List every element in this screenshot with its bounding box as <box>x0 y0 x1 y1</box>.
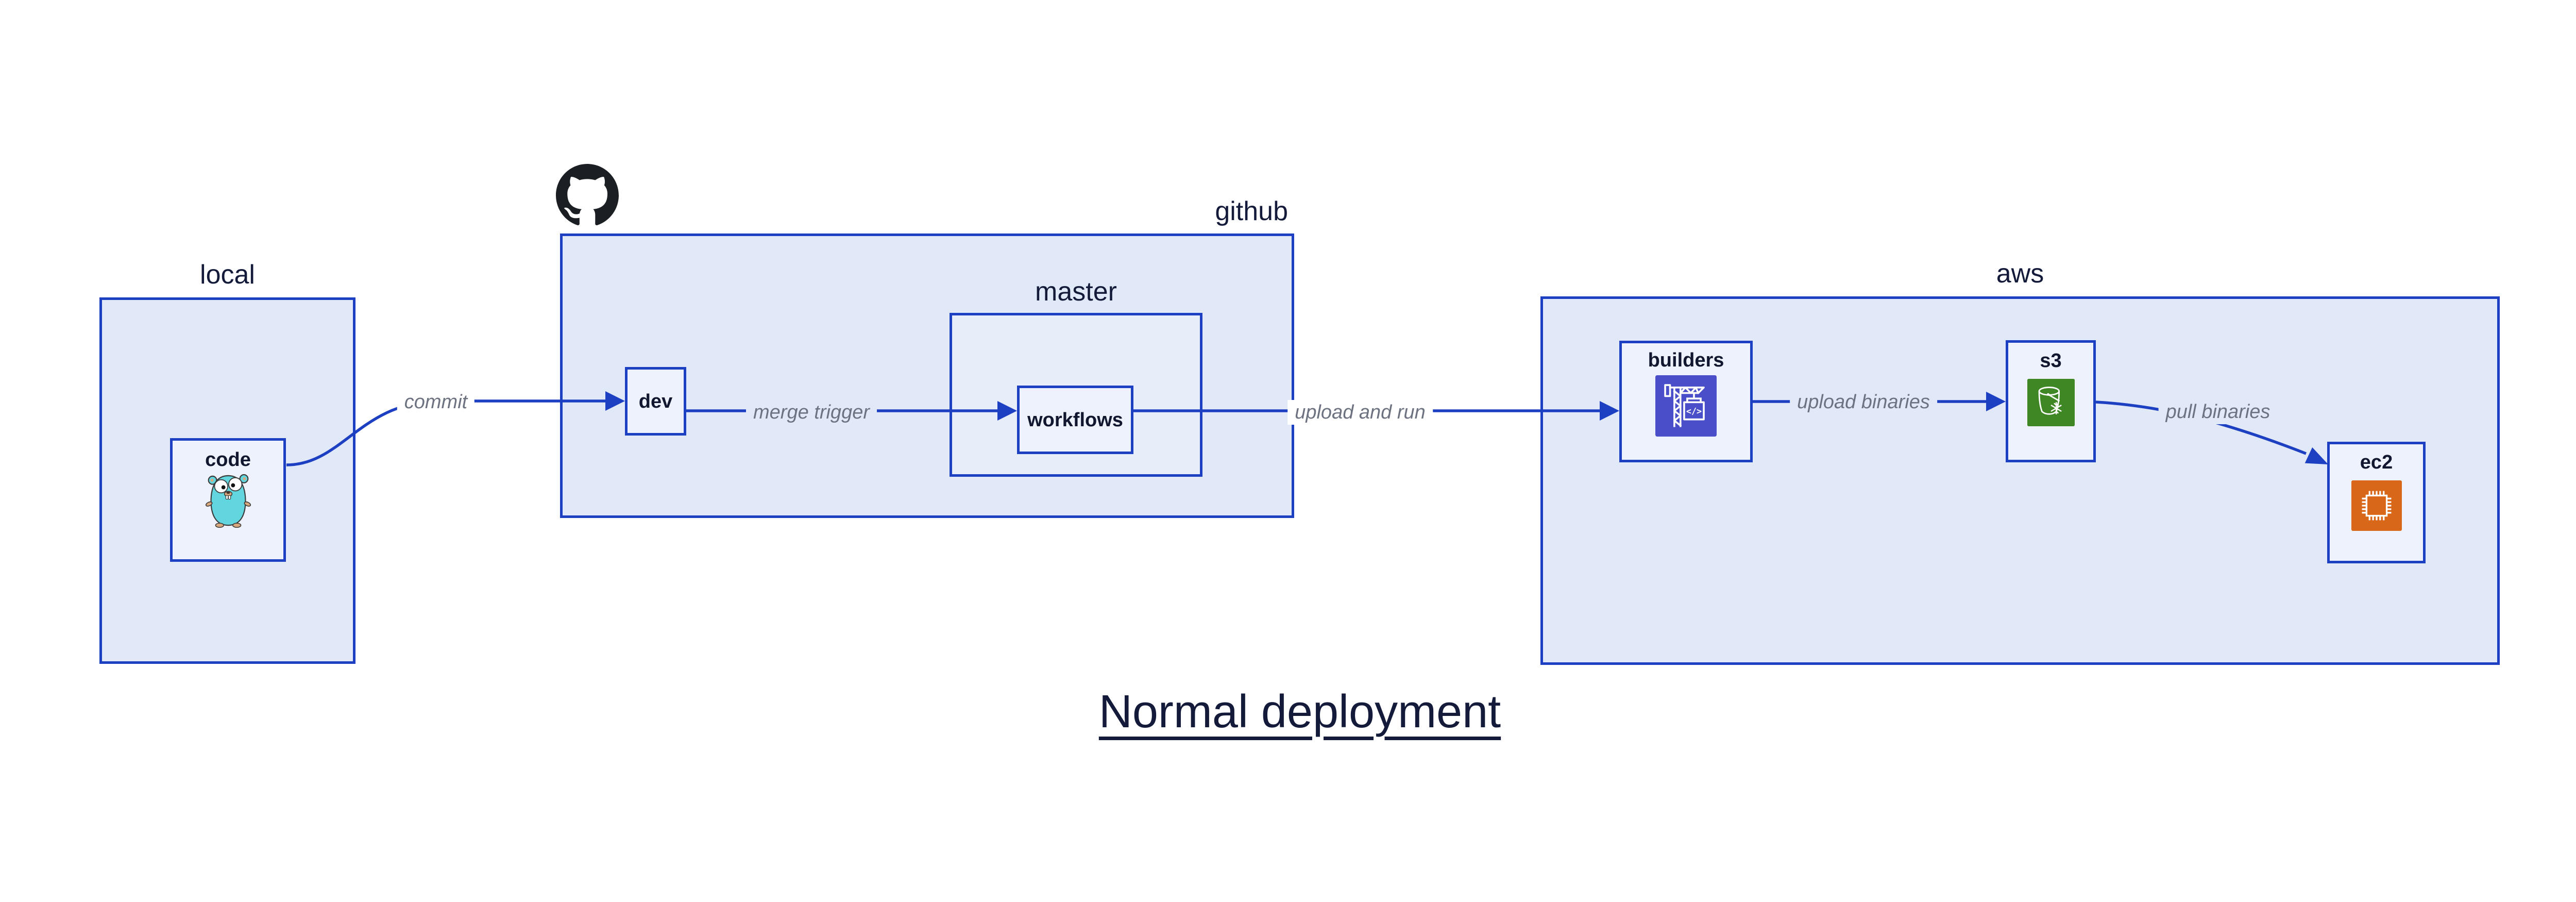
aws-codebuild-crane-icon: </> <box>1655 375 1717 437</box>
github-octocat-icon <box>556 164 619 225</box>
edge-pull-binaries-label: pull binaries <box>2158 399 2278 424</box>
node-builders-label: builders <box>1648 349 1724 371</box>
go-gopher-icon <box>205 474 251 528</box>
node-ec2: ec2 <box>2327 442 2426 563</box>
edge-commit-label: commit <box>397 390 475 414</box>
aws-s3-glacier-bucket-icon <box>2027 379 2075 426</box>
container-github-label: github <box>1215 196 1288 226</box>
node-code: code <box>170 438 286 562</box>
node-workflows: workflows <box>1017 386 1133 454</box>
node-builders: builders </> <box>1619 341 1753 462</box>
builders-icon-code-glyph: </> <box>1686 407 1702 416</box>
node-s3-label: s3 <box>2040 350 2062 372</box>
node-dev-label: dev <box>638 390 673 412</box>
container-master-label: master <box>1035 277 1117 307</box>
node-workflows-label: workflows <box>1027 409 1123 431</box>
container-aws-label: aws <box>1996 259 2044 289</box>
node-ec2-label: ec2 <box>2360 452 2393 473</box>
edge-merge-trigger-label: merge trigger <box>746 400 877 425</box>
aws-ec2-chip-icon <box>2351 480 2402 531</box>
node-dev: dev <box>625 367 686 436</box>
node-s3: s3 <box>2006 340 2096 462</box>
node-code-label: code <box>205 449 251 471</box>
container-local-label: local <box>200 260 255 290</box>
diagram-title: Normal deployment <box>1098 686 1501 738</box>
edge-upload-and-run-label: upload and run <box>1287 400 1433 425</box>
edge-upload-binaries-label: upload binaries <box>1790 390 1937 414</box>
